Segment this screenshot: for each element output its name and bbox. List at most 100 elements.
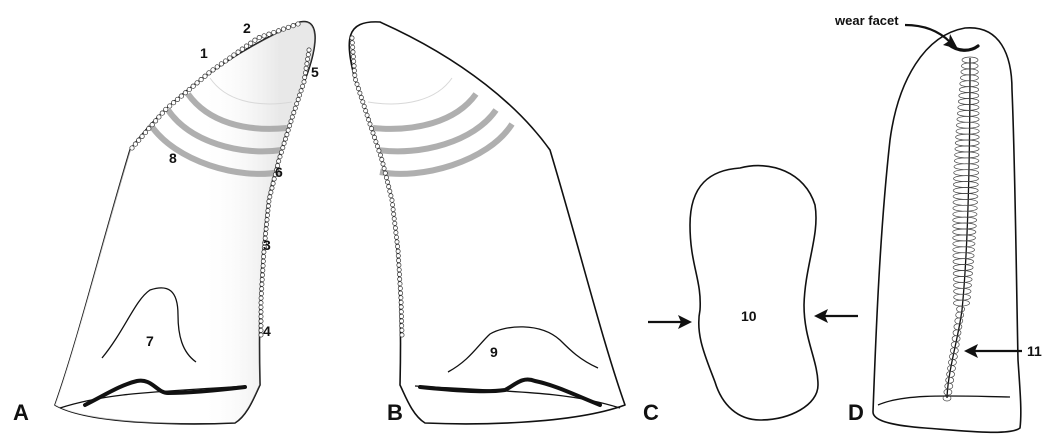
serration-arrow-11 xyxy=(964,344,1022,358)
denticle xyxy=(289,119,293,123)
denticle xyxy=(392,217,396,221)
denticle xyxy=(384,176,388,180)
denticle xyxy=(261,264,265,268)
denticle xyxy=(296,22,300,26)
denticle xyxy=(399,300,403,304)
denticle xyxy=(399,305,403,309)
serration xyxy=(953,241,975,247)
serration xyxy=(958,99,979,105)
denticle xyxy=(240,47,244,51)
serration xyxy=(953,205,977,211)
denticle xyxy=(350,36,354,40)
label-6: 6 xyxy=(275,164,283,180)
denticle xyxy=(302,80,306,84)
denticle xyxy=(380,157,384,161)
tooth-b-outline xyxy=(349,22,625,424)
denticle xyxy=(400,333,404,337)
serration xyxy=(959,87,978,93)
denticle xyxy=(400,324,404,328)
label-7: 7 xyxy=(146,333,154,349)
denticle xyxy=(369,126,373,130)
serration xyxy=(957,306,965,312)
mesial-denticles-b xyxy=(350,36,404,337)
denticle xyxy=(160,111,164,115)
denticle xyxy=(396,244,400,248)
denticle xyxy=(356,87,360,91)
panel-label-c: C xyxy=(643,400,659,425)
serration xyxy=(954,170,979,176)
denticle xyxy=(261,259,265,263)
denticle xyxy=(286,25,290,29)
denticle xyxy=(399,314,403,318)
denticle xyxy=(352,64,356,68)
denticle xyxy=(398,282,402,286)
wear-region-9 xyxy=(448,327,598,372)
denticle xyxy=(265,222,269,226)
denticle xyxy=(191,84,195,88)
denticle xyxy=(351,45,355,49)
serration xyxy=(953,265,973,271)
denticle xyxy=(396,254,400,258)
denticle xyxy=(143,130,147,134)
denticle xyxy=(382,166,386,170)
denticle xyxy=(358,91,362,95)
denticle xyxy=(288,124,292,128)
denticle xyxy=(400,319,404,323)
serration xyxy=(955,318,963,324)
denticle xyxy=(281,27,285,31)
denticle xyxy=(355,82,359,86)
cross-section-outline xyxy=(690,166,818,420)
serration xyxy=(953,229,976,235)
denticle xyxy=(219,62,223,66)
serration xyxy=(953,253,974,259)
denticle xyxy=(259,310,263,314)
tooth-d-outline xyxy=(873,28,1021,433)
tooth-a xyxy=(55,22,315,424)
denticle xyxy=(279,150,283,154)
denticle xyxy=(199,77,203,81)
denticle xyxy=(244,44,248,48)
serration xyxy=(953,193,978,199)
serration xyxy=(953,223,977,229)
label-11: 11 xyxy=(1027,343,1042,359)
denticle xyxy=(266,204,270,208)
denticle xyxy=(236,50,240,54)
denticle xyxy=(265,213,269,217)
denticle xyxy=(301,84,305,88)
denticle xyxy=(393,226,397,230)
serration xyxy=(956,312,964,318)
denticle xyxy=(285,133,289,137)
serration xyxy=(954,300,970,306)
denticle xyxy=(232,53,236,57)
serration xyxy=(953,259,974,265)
denticle xyxy=(130,146,134,150)
serration xyxy=(953,217,977,223)
denticle xyxy=(306,53,310,57)
denticle xyxy=(168,104,172,108)
denticle xyxy=(296,97,300,101)
denticle xyxy=(383,171,387,175)
tooth-b xyxy=(349,22,625,424)
denticle xyxy=(264,227,268,231)
label-9: 9 xyxy=(490,344,498,360)
denticle xyxy=(350,41,354,45)
wear-facet-label: wear facet xyxy=(834,13,899,28)
denticle xyxy=(183,91,187,95)
serration xyxy=(953,276,972,282)
denticle xyxy=(265,218,269,222)
denticle xyxy=(374,140,378,144)
serration xyxy=(955,146,979,152)
label-3: 3 xyxy=(263,237,271,253)
tooth-d xyxy=(873,25,1022,432)
denticle xyxy=(361,100,365,104)
denticle xyxy=(281,146,285,150)
denticle xyxy=(286,128,290,132)
denticle xyxy=(389,194,393,198)
denticle xyxy=(368,122,372,126)
denticle xyxy=(399,291,403,295)
denticle xyxy=(187,87,191,91)
denticle xyxy=(303,75,307,79)
serration xyxy=(953,235,976,241)
